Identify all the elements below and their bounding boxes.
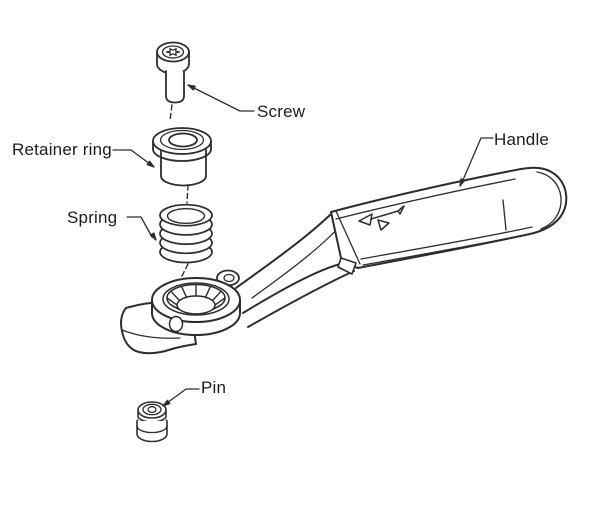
spring-drawing-icon: [159, 203, 213, 264]
handle-label: Handle: [494, 130, 550, 149]
spring-label: Spring: [67, 208, 118, 227]
retainer-ring-label: Retainer ring: [12, 140, 112, 159]
arrow-emblem-icon: [358, 205, 405, 231]
screw-drawing-icon: [156, 41, 190, 104]
centerline-screw-retainer: [169, 104, 173, 121]
centerline-retainer-spring: [186, 184, 189, 204]
handle-drawing-icon: [120, 166, 568, 355]
pin-drawing-icon: [136, 401, 168, 443]
spring-leader-line: [126, 216, 157, 241]
handle-leader-line: [459, 137, 494, 187]
leader-lines: [112, 84, 494, 407]
pin-label: Pin: [201, 378, 227, 397]
retainer-ring-drawing-icon: [152, 127, 212, 187]
screw-leader-line: [187, 84, 255, 112]
screw-label: Screw: [257, 102, 306, 121]
pin-leader-line: [162, 388, 200, 407]
retainer-ring-leader-line: [112, 149, 155, 168]
